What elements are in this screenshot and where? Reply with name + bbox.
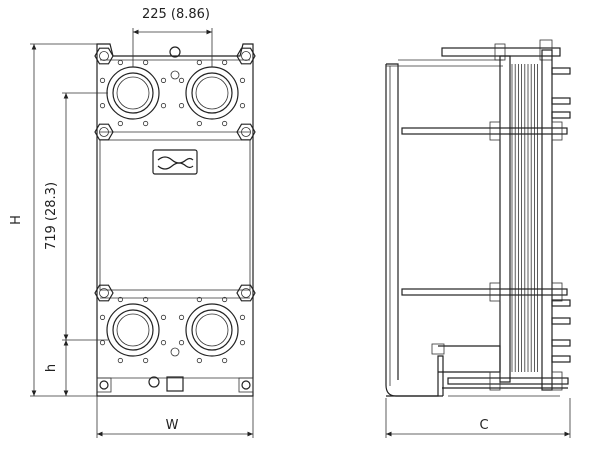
bolt-head — [94, 47, 114, 65]
bolt-head — [94, 284, 114, 302]
bolt-center — [99, 127, 109, 137]
bottom-drain-block — [166, 376, 184, 392]
side-view — [385, 39, 571, 397]
side-tightening-bolts — [401, 121, 569, 391]
stud-hole — [143, 296, 149, 303]
plate-pack-body — [99, 139, 251, 291]
stud-hole — [160, 77, 167, 83]
stud-hole — [99, 103, 106, 109]
top-guide-hole — [169, 46, 181, 58]
port-upper-right — [185, 66, 239, 120]
stud-hole — [143, 120, 149, 127]
port-studs — [551, 67, 571, 363]
stud-hole — [222, 296, 228, 303]
stud-hole — [160, 340, 167, 346]
pressure-plate — [499, 55, 511, 383]
fixed-frame-bracket — [385, 64, 444, 397]
bolt-center — [241, 127, 251, 137]
stud-hole — [239, 314, 246, 320]
stud-hole — [160, 314, 167, 320]
stud-hole — [196, 59, 202, 66]
bolt-head — [94, 123, 114, 141]
bolt-head — [236, 123, 256, 141]
nameplate — [152, 149, 198, 175]
stud-hole — [178, 103, 185, 109]
stud-hole — [117, 120, 123, 127]
side-dimensions: C — [385, 398, 571, 438]
front-view — [94, 43, 256, 397]
port-lower-right — [185, 303, 239, 357]
stud-hole — [99, 340, 106, 346]
stud-hole — [178, 340, 185, 346]
stud-hole — [117, 296, 123, 303]
dim-depth: C — [479, 418, 488, 433]
dim-port-height: h — [44, 364, 59, 372]
stud-hole — [143, 59, 149, 66]
stud-hole — [178, 314, 185, 320]
bolt-head — [236, 284, 256, 302]
frame-plate-outline — [96, 43, 254, 397]
stud-hole — [239, 103, 246, 109]
bolt-head — [236, 47, 256, 65]
stud-hole — [222, 357, 228, 364]
stud-hole — [239, 77, 246, 83]
stud-hole — [99, 314, 106, 320]
stud-hole — [143, 357, 149, 364]
plate-pack — [511, 64, 538, 372]
stud-hole — [178, 77, 185, 83]
bolt-center — [241, 288, 251, 298]
dim-inner-height: 719 (28.3) — [44, 182, 59, 250]
bolt-center — [99, 51, 109, 61]
stud-hole — [222, 59, 228, 66]
dim-height: H — [9, 215, 24, 225]
port-upper-left — [106, 66, 160, 120]
dim-port-spacing: 225 (8.86) — [142, 7, 210, 22]
stud-hole — [196, 357, 202, 364]
stud-holes — [99, 59, 246, 364]
frame-plate-side — [541, 49, 553, 391]
stud-hole — [160, 103, 167, 109]
stud-hole — [99, 77, 106, 83]
tightening-bolts — [94, 47, 256, 302]
front-dimensions: 225 (8.86) H 719 (28.3) h W — [9, 7, 254, 438]
stud-hole — [196, 296, 202, 303]
dim-width: W — [166, 418, 179, 433]
bolt-center — [241, 51, 251, 61]
stud-hole — [239, 340, 246, 346]
stud-hole — [117, 59, 123, 66]
stud-hole — [196, 120, 202, 127]
stud-hole — [117, 357, 123, 364]
port-lower-left — [106, 303, 160, 357]
stud-hole — [222, 120, 228, 127]
bolt-center — [99, 288, 109, 298]
